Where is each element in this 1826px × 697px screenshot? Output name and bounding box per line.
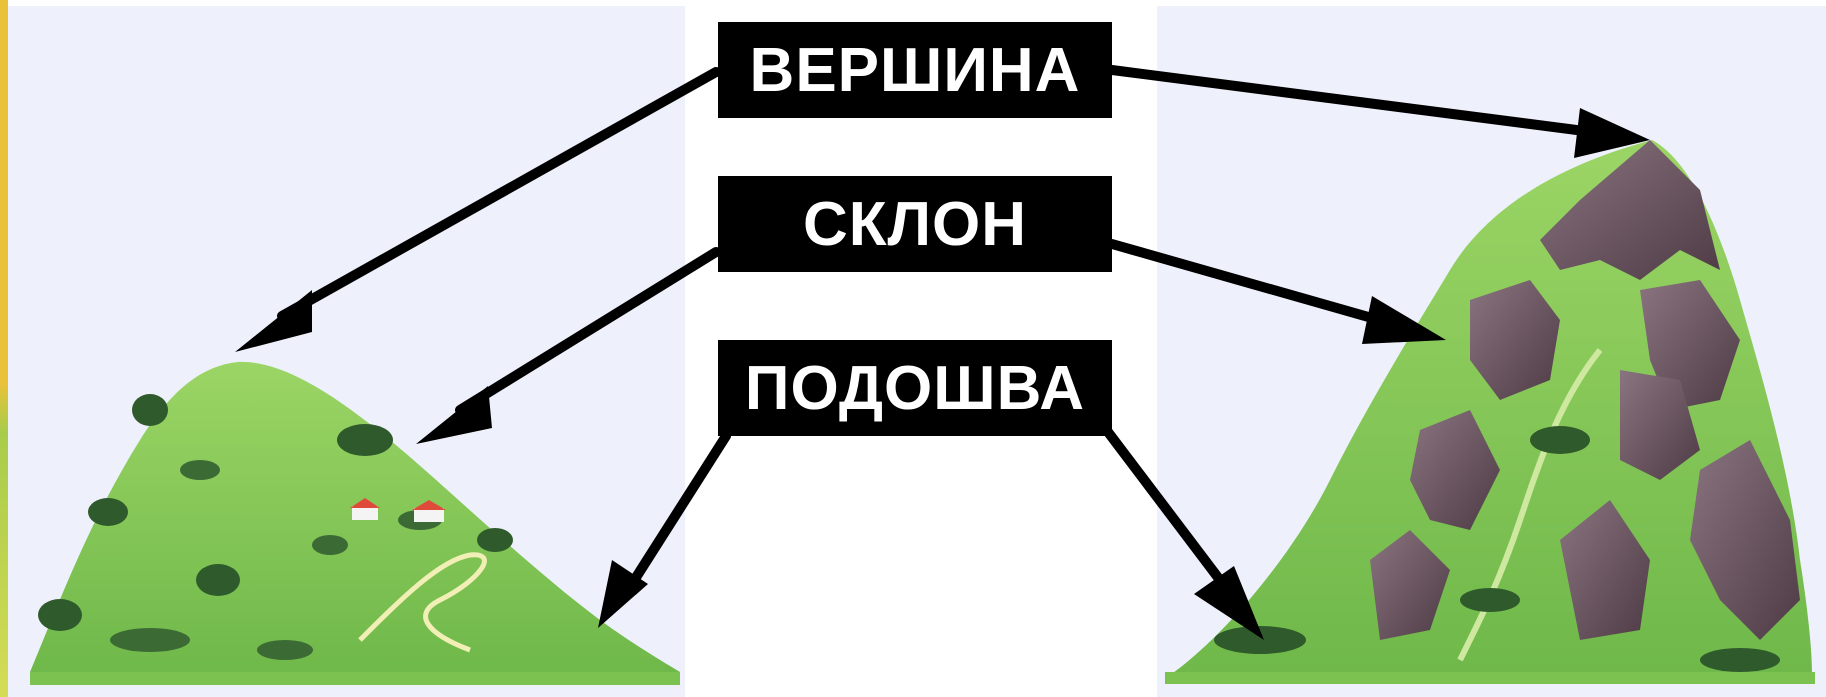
arrow-summit-mountain bbox=[1107, 65, 1605, 138]
arrowhead-slope-hill bbox=[416, 386, 492, 444]
left-edge-strip bbox=[0, 0, 8, 697]
summit-label-text: ВЕРШИНА bbox=[749, 35, 1081, 105]
arrowhead-slope-mountain bbox=[1362, 296, 1446, 344]
arrow-slope-mountain bbox=[1107, 239, 1405, 331]
arrows bbox=[235, 65, 1650, 640]
arrow-foot-hill bbox=[623, 431, 731, 595]
arrow-summit-hill bbox=[277, 67, 721, 321]
slope-label-text: СКЛОН bbox=[802, 189, 1028, 259]
arrowhead-summit-hill bbox=[235, 290, 312, 352]
mountain-illustration bbox=[1165, 140, 1815, 684]
arrow-slope-hill bbox=[455, 247, 721, 415]
summit-label: ВЕРШИНА bbox=[718, 22, 1112, 118]
arrow-foot-mountain bbox=[1103, 427, 1237, 601]
arrowhead-summit-mountain bbox=[1574, 108, 1650, 158]
foot-label: ПОДОШВА bbox=[718, 340, 1112, 436]
slope-label: СКЛОН bbox=[718, 176, 1112, 272]
arrowhead-foot-mountain bbox=[1194, 566, 1264, 640]
arrowhead-foot-hill bbox=[598, 560, 648, 628]
foot-label-text: ПОДОШВА bbox=[744, 353, 1086, 423]
hill-illustration bbox=[30, 361, 680, 685]
